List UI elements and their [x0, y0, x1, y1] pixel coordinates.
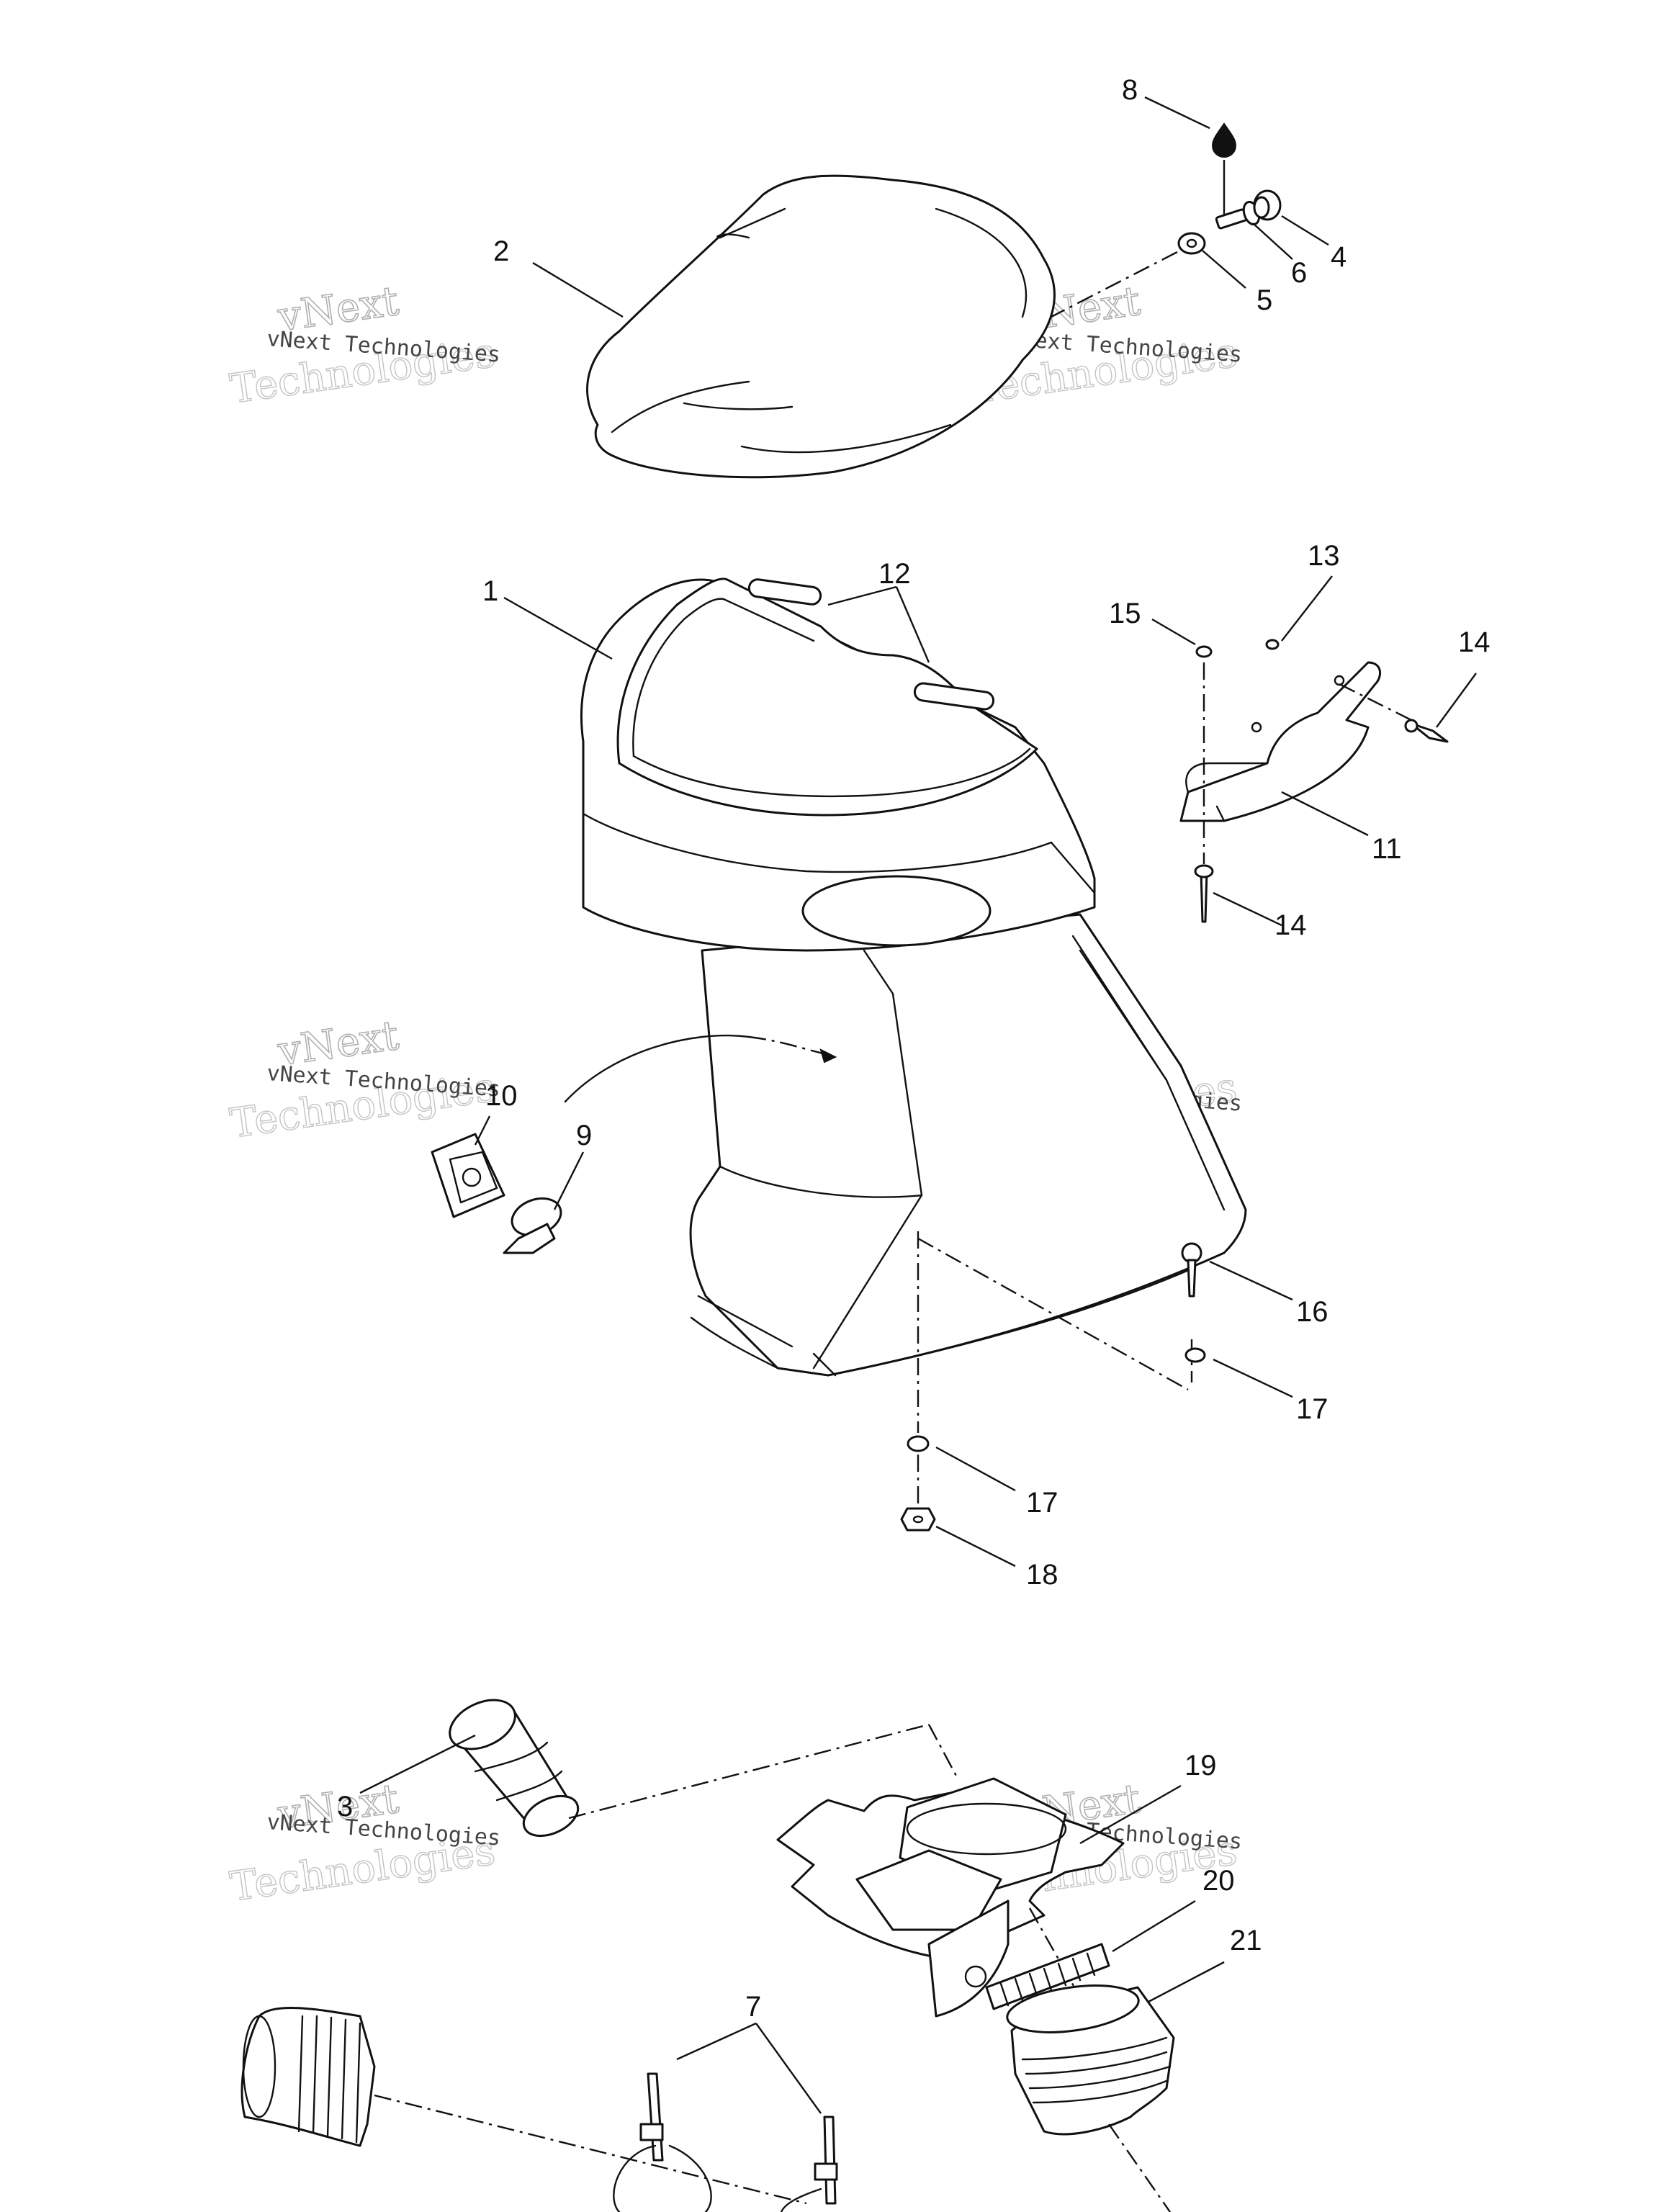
- bellows-tube-part: [1006, 1984, 1175, 2136]
- clip-part: [431, 1133, 505, 1218]
- direction-arrow: [564, 1034, 837, 1103]
- cap-part: [1253, 189, 1282, 221]
- callout-label: 5: [1256, 284, 1272, 316]
- callout-label: 9: [576, 1120, 592, 1151]
- callout-label: 15: [1109, 598, 1141, 629]
- callout-label: 19: [1184, 1750, 1217, 1781]
- leader-lines: [359, 96, 1477, 2114]
- callout-label: 12: [878, 558, 911, 590]
- callout-label: 13: [1308, 540, 1340, 572]
- main-housing-part: [580, 577, 1247, 1377]
- screw-part: [1215, 200, 1261, 230]
- callout-label: 10: [485, 1080, 518, 1112]
- fastener-group-bracket: [1194, 639, 1449, 923]
- callout-label: 4: [1331, 241, 1346, 273]
- callout-label: 8: [1122, 74, 1138, 106]
- washer-part: [1177, 232, 1206, 255]
- spring-part: [985, 1943, 1110, 2010]
- callout-label: 16: [1296, 1296, 1328, 1328]
- callout-labels: 8 2 4 6 5 1 12 13 15 14 11 14 10 9 16 17…: [337, 74, 1491, 2023]
- left-bellows-part: [240, 2007, 376, 2147]
- connector-part: [449, 1699, 580, 1838]
- callout-label: 20: [1202, 1865, 1235, 1897]
- cable-tie-part: [613, 2072, 712, 2212]
- callout-label: 3: [337, 1791, 353, 1822]
- strap-part: [503, 1197, 562, 1254]
- duct-part: [776, 1777, 1125, 2018]
- callout-label: 18: [1026, 1559, 1058, 1591]
- callout-label: 1: [482, 575, 498, 607]
- callout-label: 14: [1274, 909, 1307, 941]
- bracket-part: [1179, 661, 1382, 822]
- callout-label: 2: [493, 235, 509, 267]
- callout-label: 17: [1296, 1393, 1328, 1425]
- callout-label: 17: [1026, 1487, 1058, 1519]
- callout-label: 11: [1372, 833, 1402, 865]
- top-cap-part: [586, 174, 1056, 479]
- callout-label: 6: [1291, 257, 1307, 289]
- callout-label: 14: [1458, 626, 1491, 658]
- seal-strip-part: [747, 578, 995, 711]
- fastener-group-top: [1051, 122, 1282, 318]
- adhesive-drop-icon: [1211, 122, 1237, 158]
- cable-tie-part: [780, 2116, 838, 2212]
- callout-label: 21: [1230, 1925, 1262, 1956]
- fastener-group-housing: [900, 1231, 1206, 1532]
- callout-label: 7: [745, 1991, 761, 2023]
